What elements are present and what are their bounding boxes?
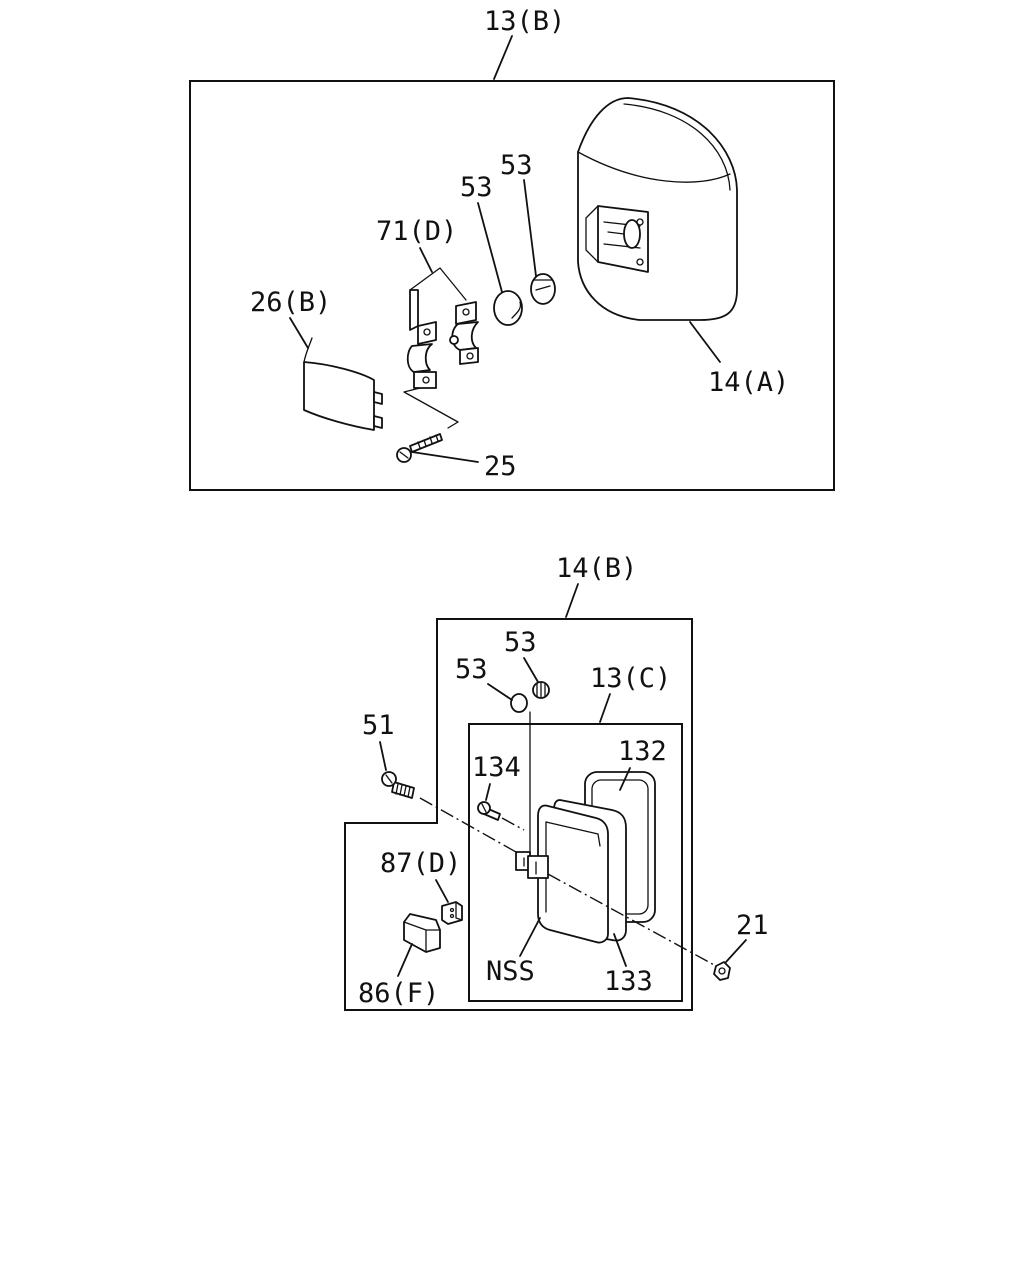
lower-screw-small-part (477, 801, 525, 831)
leader-lower-lens (519, 917, 541, 957)
label-lower-frame: 133 (604, 966, 653, 997)
lower-assembly: 14(B) 13(C) 53 53 132 133 (344, 553, 769, 1011)
upper-assembly: 13(B) 14(A) 53 53 (189, 6, 835, 491)
label-lower-group: 14(B) (556, 553, 637, 584)
leader-lower-nut (725, 939, 747, 963)
upper-screw-part (396, 433, 443, 463)
label-lower-seal-right: 53 (504, 627, 537, 658)
leader-lower-seal-right (523, 657, 539, 683)
label-upper-housing: 14(A) (708, 367, 789, 398)
lower-bolt-part (381, 771, 517, 853)
upper-seal-right-part (530, 273, 556, 305)
leader-lower-bolt (379, 741, 387, 771)
lower-seal-left-part (510, 693, 528, 713)
leader-upper-housing (689, 321, 721, 363)
label-upper-cover: 26(B) (250, 287, 331, 318)
label-lower-seal-left: 53 (455, 654, 488, 685)
lower-frame (344, 618, 693, 1011)
upper-seal-left-part (493, 290, 523, 326)
lower-nut-part (713, 961, 731, 981)
label-upper-group: 13(B) (484, 6, 565, 37)
lower-subframe (468, 723, 683, 1002)
leader-lower-seal-left (487, 683, 513, 701)
label-lower-clip: 87(D) (380, 848, 461, 879)
leader-upper-seal-left (477, 202, 503, 293)
leader-upper-group (493, 35, 513, 80)
label-lower-bolt: 51 (362, 710, 395, 741)
label-lower-lens: NSS (486, 956, 535, 987)
leader-upper-bracket (419, 247, 433, 273)
bracket-part (403, 267, 479, 429)
leader-upper-screw (411, 451, 479, 463)
leader-lower-frame (613, 933, 627, 967)
upper-frame (189, 80, 835, 491)
lower-lens-part (537, 804, 609, 944)
label-upper-seal-left: 53 (460, 172, 493, 203)
cover-part (303, 337, 383, 431)
leader-lower-subgroup (599, 693, 611, 723)
label-lower-gasket: 132 (618, 736, 667, 767)
housing-part (577, 97, 738, 321)
label-lower-screw-small: 134 (472, 752, 521, 783)
lower-seal-right-part (532, 681, 550, 699)
leader-lower-screw-small (485, 783, 491, 801)
leader-lower-gasket (619, 767, 631, 791)
label-upper-screw: 25 (484, 451, 517, 482)
lower-clip-part (441, 901, 463, 925)
leader-lower-cap (397, 943, 413, 977)
leader-lower-group (565, 583, 579, 618)
leader-upper-seal-right (523, 179, 537, 277)
label-lower-subgroup: 13(C) (590, 663, 671, 694)
lower-cap-part (403, 913, 441, 953)
label-lower-cap: 86(F) (358, 978, 439, 1009)
label-upper-bracket: 71(D) (376, 216, 457, 247)
leader-upper-cover (289, 317, 309, 349)
label-lower-nut: 21 (736, 910, 769, 941)
leader-lower-clip (435, 879, 449, 903)
lower-axis (547, 873, 717, 967)
label-upper-seal-right: 53 (500, 150, 533, 181)
lower-socket-part (515, 851, 549, 879)
